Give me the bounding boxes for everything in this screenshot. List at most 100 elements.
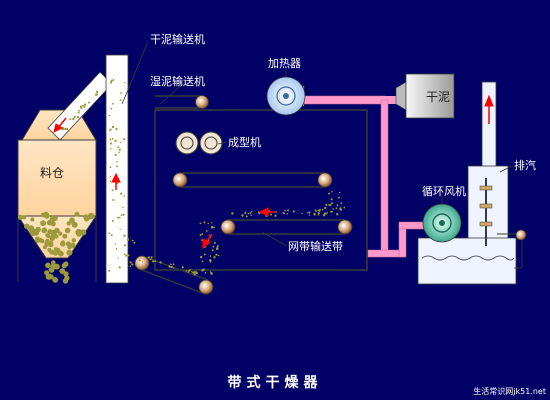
particle — [116, 161, 118, 163]
particle — [45, 262, 51, 269]
particle — [131, 263, 134, 266]
particle — [201, 260, 204, 263]
particle — [118, 266, 121, 269]
particle — [112, 79, 115, 81]
label-belt: 网带输送带 — [288, 240, 343, 253]
particle — [308, 211, 311, 214]
particle — [193, 270, 196, 274]
particle — [109, 138, 112, 141]
particle — [330, 202, 333, 205]
arrow-lower-belt — [202, 233, 213, 250]
particle — [111, 189, 114, 192]
particle — [69, 217, 75, 223]
particle — [123, 253, 126, 255]
particle — [108, 269, 111, 272]
particle — [170, 266, 172, 269]
particle — [123, 234, 126, 237]
particle — [270, 213, 272, 216]
particle — [313, 213, 316, 216]
particle — [147, 256, 150, 259]
particle — [71, 221, 78, 228]
mesh-belt-upper — [172, 172, 333, 188]
particle — [66, 221, 71, 226]
particle — [72, 117, 75, 121]
particle — [53, 263, 60, 270]
particle — [76, 116, 80, 119]
particle — [44, 213, 50, 219]
particle — [80, 229, 87, 236]
particle — [77, 111, 80, 114]
particle — [112, 199, 114, 201]
particle — [123, 138, 126, 141]
particle — [149, 258, 152, 261]
particle — [64, 275, 70, 281]
dry-mud-conveyor — [105, 54, 129, 284]
hopper-particles — [17, 211, 95, 284]
particle — [216, 245, 219, 248]
particle — [24, 223, 30, 229]
particle — [116, 165, 118, 168]
particle — [141, 261, 143, 263]
particle — [211, 249, 214, 252]
particle — [119, 228, 121, 230]
particle — [205, 230, 208, 232]
particle — [217, 254, 220, 257]
particle — [201, 233, 204, 236]
particle — [257, 211, 260, 213]
particle — [210, 225, 214, 229]
particle — [126, 238, 129, 241]
particle — [286, 213, 288, 215]
particle — [199, 222, 202, 225]
particle — [87, 101, 90, 104]
particle — [138, 259, 141, 262]
particle — [202, 268, 205, 271]
particle — [59, 268, 66, 274]
particle — [343, 206, 346, 209]
particle — [111, 219, 114, 222]
particle — [335, 207, 338, 210]
particle — [129, 261, 132, 264]
particle — [213, 242, 216, 244]
particle — [120, 92, 122, 94]
particle — [135, 263, 137, 266]
particle — [96, 90, 99, 94]
particle — [110, 107, 113, 110]
particle — [203, 253, 206, 256]
particle — [301, 212, 303, 215]
particle — [44, 270, 50, 276]
particle — [41, 227, 48, 234]
particle — [47, 229, 53, 235]
leader-lines — [121, 41, 513, 247]
particle — [110, 128, 112, 131]
particle — [340, 202, 343, 205]
particle — [123, 244, 126, 247]
particle — [284, 209, 286, 212]
particle — [66, 249, 73, 256]
mesh-belt-lower — [134, 255, 214, 295]
particle — [120, 192, 123, 195]
particle — [109, 148, 112, 150]
particle — [46, 219, 53, 226]
particle — [308, 214, 311, 216]
flow-arrows — [53, 94, 494, 250]
particle — [114, 153, 117, 156]
dry-mud-bin — [395, 73, 455, 119]
particle — [110, 81, 113, 84]
particle — [127, 254, 130, 257]
drying-chamber-outline — [154, 109, 368, 271]
particle — [60, 240, 66, 245]
particle — [119, 141, 122, 144]
particle — [321, 208, 324, 211]
particle — [306, 212, 309, 214]
particle — [213, 256, 216, 259]
particle — [336, 213, 339, 216]
particle — [117, 257, 119, 259]
particle — [204, 271, 207, 274]
particle — [65, 241, 72, 247]
wet-mud-conveyor — [155, 95, 209, 109]
particle — [117, 146, 120, 149]
particle — [200, 255, 203, 259]
particle — [211, 222, 213, 224]
particle — [109, 166, 112, 169]
particle — [244, 211, 247, 213]
